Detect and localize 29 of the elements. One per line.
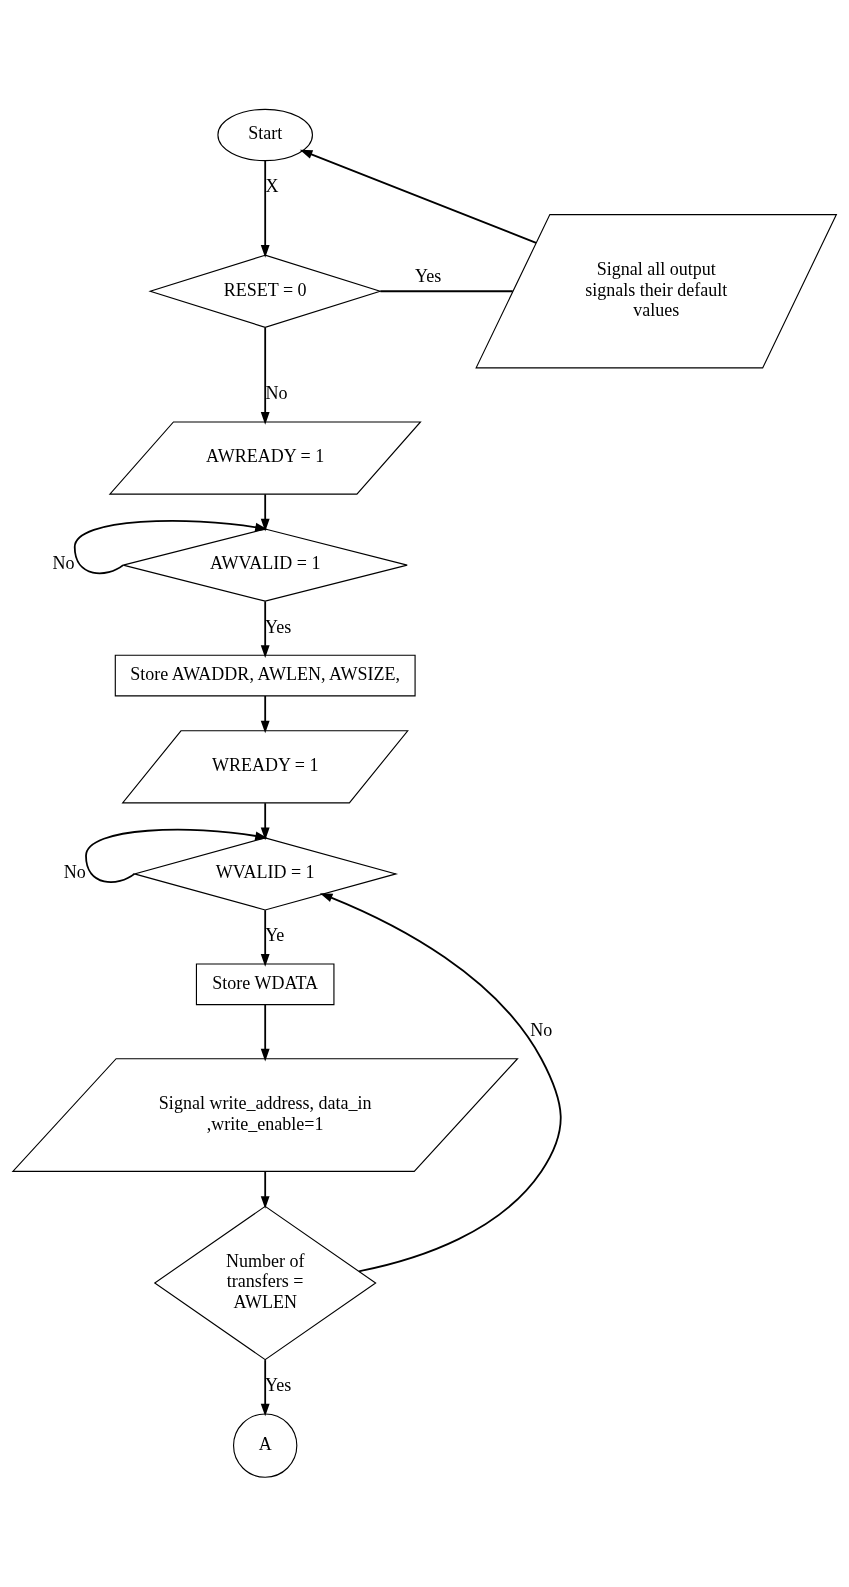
node-box: Store WDATA xyxy=(195,963,335,1006)
arrow xyxy=(299,149,538,244)
node-diamond: WVALID = 1 xyxy=(132,837,399,911)
edge-label: No xyxy=(52,553,75,574)
edge-label: Yes xyxy=(265,1374,292,1395)
node-box: Store AWADDR, AWLEN, AWSIZE, xyxy=(114,654,416,697)
node-diamond: Number of transfers = AWLEN xyxy=(153,1205,377,1361)
edge-label: X xyxy=(265,175,279,196)
arrow xyxy=(319,893,562,1273)
node-diamond: RESET = 0 xyxy=(148,254,383,328)
arrow xyxy=(260,600,270,658)
edge-label: Ye xyxy=(265,925,285,946)
edge-label: No xyxy=(530,1019,553,1040)
arrow xyxy=(73,520,268,575)
node-circle: A xyxy=(233,1413,298,1478)
arrow xyxy=(260,695,270,734)
arrow xyxy=(85,828,268,883)
edge-label: No xyxy=(265,383,288,404)
edge-label: Yes xyxy=(265,616,292,637)
arrow xyxy=(260,1004,270,1062)
arrow xyxy=(260,1170,270,1209)
arrow xyxy=(260,159,270,258)
arrow xyxy=(260,1359,270,1417)
edge-label: No xyxy=(63,862,86,883)
edge-label: Yes xyxy=(415,266,442,286)
arrow xyxy=(260,909,270,967)
arrow xyxy=(260,326,270,425)
connector xyxy=(379,290,514,293)
node-diamond: AWVALID = 1 xyxy=(122,528,408,602)
